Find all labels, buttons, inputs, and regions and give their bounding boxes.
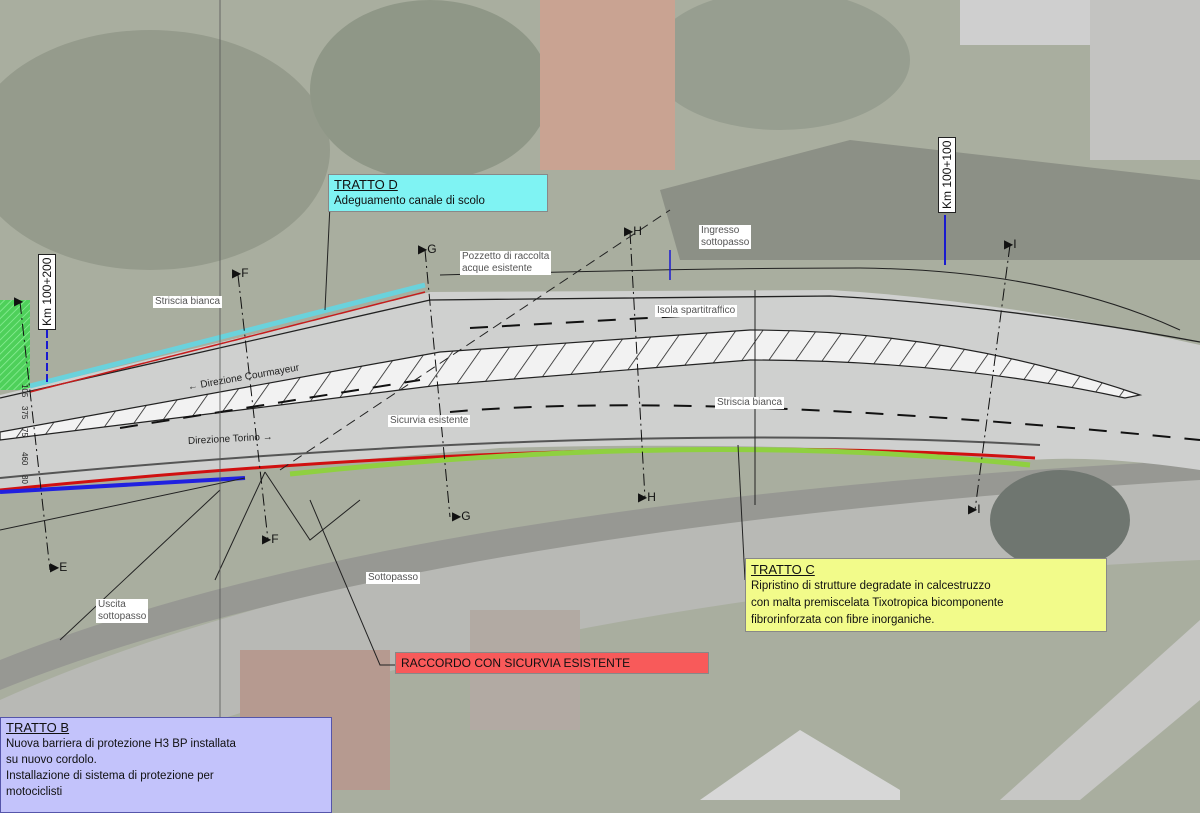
- label-striscia-bianca: Striscia bianca: [715, 397, 785, 409]
- callout-tratto-d: TRATTO D Adeguamento canale di scolo: [328, 174, 548, 212]
- callout-text: motociclisti: [6, 786, 63, 798]
- section-marker-e-bottom: ▶E: [50, 560, 68, 574]
- green-area: [0, 300, 30, 390]
- dimension-label: 80: [20, 475, 29, 484]
- main-road: [0, 0, 1200, 720]
- section-label: G: [461, 509, 471, 523]
- label-line: Pozzetto di raccolta: [462, 251, 550, 262]
- label-sottopasso: Sottopasso: [366, 572, 421, 584]
- chainage-km-100-100: Km 100+100: [938, 136, 956, 213]
- chainage-km-100-200: Km 100+200: [38, 253, 56, 330]
- section-marker-e-top: ▶: [14, 294, 24, 308]
- section-label: F: [271, 532, 279, 546]
- section-marker-g-bottom: ▶G: [452, 509, 471, 523]
- label-line: acque esistente: [462, 263, 533, 274]
- callout-text: Adeguamento canale di scolo: [334, 195, 485, 207]
- dimension-label: 75: [20, 428, 29, 437]
- dimension-label: 105: [20, 384, 29, 398]
- section-label: H: [633, 224, 642, 238]
- section-label: G: [427, 242, 437, 256]
- section-marker-g-top: ▶G: [418, 242, 437, 256]
- callout-tratto-b: TRATTO B Nuova barriera di protezione H3…: [0, 717, 332, 813]
- section-marker-i-top: ▶I: [1004, 237, 1017, 251]
- callout-text: fibrorinforzata con fibre inorganiche.: [751, 614, 935, 626]
- traffic-island: [0, 329, 1143, 441]
- dimension-label: 460: [20, 452, 29, 466]
- section-marker-h-top: ▶H: [624, 224, 642, 238]
- section-marker-i-bottom: ▶I: [968, 502, 981, 516]
- callout-title: TRATTO B: [6, 720, 70, 735]
- callout-text: Nuova barriera di protezione H3 BP insta…: [6, 738, 236, 750]
- callout-tratto-c: TRATTO C Ripristino di strutture degrada…: [745, 558, 1107, 632]
- section-marker-f-bottom: ▶F: [262, 532, 279, 546]
- label-line: sottopasso: [701, 237, 750, 248]
- callout-text: Ripristino di strutture degradate in cal…: [751, 580, 991, 592]
- callout-text: Installazione di sistema di protezione p…: [6, 770, 214, 782]
- green-strip: [289, 447, 1031, 477]
- callout-text: su nuovo cordolo.: [6, 754, 97, 766]
- label-line: Ingresso: [701, 225, 740, 236]
- canal-line: [29, 282, 426, 389]
- section-label: F: [241, 266, 249, 280]
- section-label: I: [977, 502, 981, 516]
- callout-title: TRATTO C: [751, 562, 815, 577]
- section-marker-f-top: ▶F: [232, 266, 249, 280]
- callout-text: con malta premiscelata Tixotropica bicom…: [751, 597, 1004, 609]
- blue-line: [0, 476, 246, 494]
- label-striscia-bianca: Striscia bianca: [153, 296, 223, 308]
- callout-title: TRATTO D: [334, 177, 398, 192]
- label-line: sottopasso: [98, 611, 147, 622]
- callout-raccordo: RACCORDO CON SICURVIA ESISTENTE: [395, 652, 709, 674]
- section-label: E: [59, 560, 68, 574]
- section-label: H: [647, 490, 656, 504]
- label-isola-spartitraffico: Isola spartitraffico: [655, 305, 738, 317]
- label-sicurvia-esistente: Sicurvia esistente: [388, 415, 471, 427]
- label-line: Uscita: [98, 599, 126, 610]
- dimension-label: 375: [20, 406, 29, 420]
- section-marker-h-bottom: ▶H: [638, 490, 656, 504]
- building-roof: [540, 0, 675, 170]
- section-label: I: [1013, 237, 1017, 251]
